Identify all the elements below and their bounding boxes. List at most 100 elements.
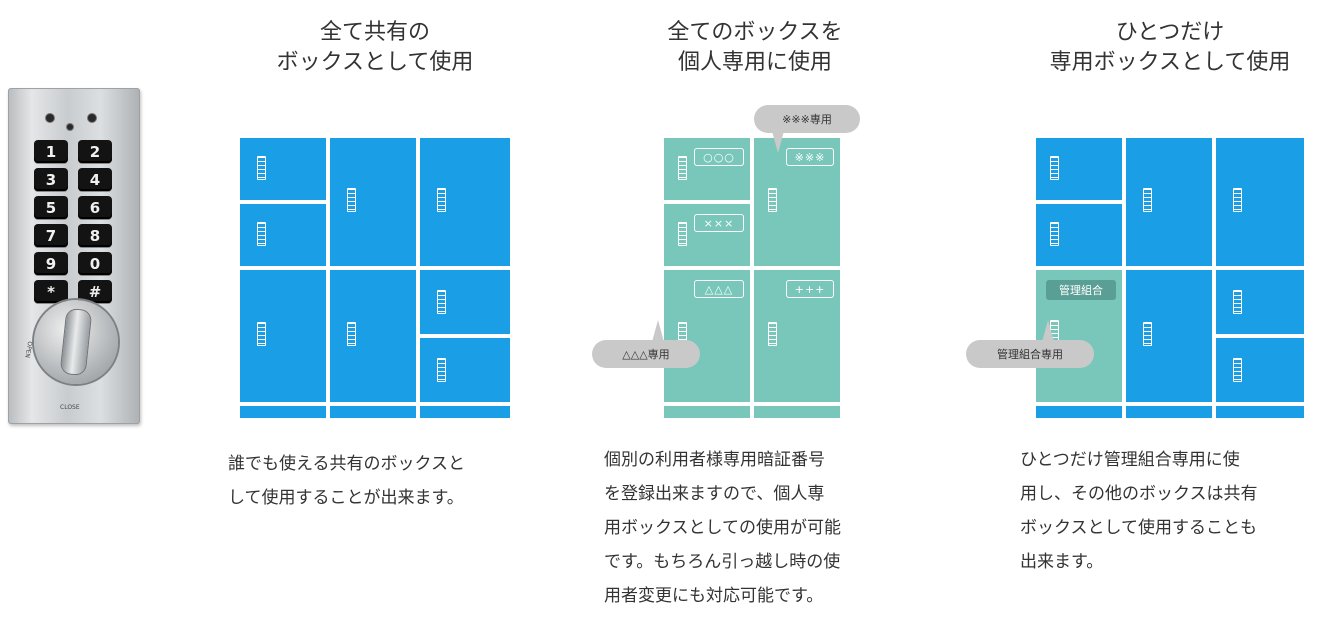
description-line: 個別の利用者様専用暗証番号: [604, 450, 825, 470]
handle-icon: [768, 188, 777, 212]
panel-2-description: 個別の利用者様専用暗証番号 を登録出来ますので、個人専 用ボックスとしての使用が…: [604, 443, 914, 613]
handle-icon: [437, 188, 446, 212]
key-0[interactable]: 0: [78, 252, 112, 275]
locker-base: [1036, 406, 1122, 418]
locker-box: [420, 138, 510, 266]
panel-3-title: ひとつだけ 専用ボックスとして使用: [1030, 18, 1310, 78]
locker-box: [240, 204, 326, 266]
handle-icon: [1233, 358, 1242, 382]
key-hash[interactable]: #: [78, 280, 112, 303]
locker-box: [330, 138, 416, 266]
locker-base: [1126, 406, 1212, 418]
handle-icon: [437, 358, 446, 382]
key-9[interactable]: 9: [34, 252, 68, 275]
handle-icon: [257, 222, 266, 246]
digital-keypad-lock: 1 2 3 4 5 6 7 8 9 0 * # OPEN CLOSE: [8, 88, 140, 424]
handle-icon: [347, 188, 356, 212]
bubble-tail: [772, 131, 784, 153]
locker-box: [240, 270, 326, 402]
handle-icon: [1050, 222, 1059, 246]
indicator-led-left: [46, 114, 54, 122]
description-line: 用者変更にも対応可能です。: [604, 586, 824, 606]
panel-2-title-line-1: 全てのボックスを: [667, 20, 843, 45]
handle-icon: [1233, 188, 1242, 212]
locker-base: [330, 406, 416, 418]
name-plate: 管理組合: [1046, 280, 1116, 300]
speech-bubble-private-bottom: △△△専用: [592, 340, 700, 368]
panel-2-title: 全てのボックスを 個人専用に使用: [620, 18, 890, 78]
bubble-tail: [652, 320, 664, 342]
panel-1-title-line-1: 全て共有の: [319, 20, 430, 45]
handle-icon: [437, 290, 446, 314]
handle-icon: [1233, 290, 1242, 314]
description-line: 用ボックスとしての使用が可能: [604, 518, 841, 538]
key-8[interactable]: 8: [78, 224, 112, 247]
locker-box: [240, 138, 326, 200]
key-3[interactable]: 3: [34, 168, 68, 191]
locker-box: [420, 338, 510, 402]
speech-bubble-association: 管理組合専用: [966, 340, 1094, 368]
locker-box: [1216, 138, 1304, 266]
locker-base: [240, 406, 326, 418]
panel-3-title-line-1: ひとつだけ: [1115, 20, 1225, 45]
locker-base: [754, 406, 840, 418]
name-plate: ※※※: [786, 148, 834, 166]
indicator-led-center: [67, 124, 73, 130]
handle-icon: [1143, 188, 1152, 212]
panel-3-title-line-2: 専用ボックスとして使用: [1049, 50, 1291, 75]
panel-3-description: ひとつだけ管理組合専用に使 用し、その他のボックスは共有 ボックスとして使用する…: [1020, 443, 1325, 579]
handle-icon: [768, 322, 777, 346]
locker-box: ※※※: [754, 138, 840, 266]
handle-icon: [1143, 322, 1152, 346]
locker-box: [1036, 138, 1122, 200]
description-line: 用し、その他のボックスは共有: [1020, 484, 1258, 504]
handle-icon: [257, 322, 266, 346]
handle-icon: [257, 156, 266, 180]
key-2[interactable]: 2: [78, 140, 112, 163]
description-line: 出来ます。: [1020, 552, 1104, 572]
close-label: CLOSE: [60, 404, 80, 411]
locker-box: [420, 270, 510, 334]
panel-1-title: 全て共有の ボックスとして使用: [240, 18, 510, 78]
locker-box: △△△: [664, 270, 750, 402]
description-line: を登録出来ますので、個人専: [604, 484, 825, 504]
locker-box: +++: [754, 270, 840, 402]
locker-base: [420, 406, 510, 418]
bubble-tail: [1042, 320, 1054, 342]
handle-icon: [347, 322, 356, 346]
indicator-led-right: [88, 114, 96, 122]
panel-1-description: 誰でも使える共有のボックスと して使用することが出来ます。: [228, 447, 528, 515]
locker-box: [1036, 204, 1122, 266]
panel-1-title-line-2: ボックスとして使用: [276, 50, 474, 75]
locker-unit-private: ○○○ ××× △△△ ※※※ +++: [664, 138, 840, 418]
locker-box: ×××: [664, 204, 750, 266]
name-plate: △△△: [694, 280, 744, 298]
description-line: して使用することが出来ます。: [228, 488, 464, 508]
locker-box: ○○○: [664, 138, 750, 200]
handle-icon: [678, 222, 687, 246]
locker-unit-mixed: 管理組合: [1036, 138, 1304, 418]
locker-base: [1216, 406, 1304, 418]
key-4[interactable]: 4: [78, 168, 112, 191]
key-1[interactable]: 1: [34, 140, 68, 163]
locker-box: [1126, 270, 1212, 402]
key-asterisk[interactable]: *: [34, 280, 68, 303]
locker-box: [1216, 270, 1304, 334]
description-line: ボックスとして使用することも: [1020, 518, 1257, 538]
panel-2-title-line-2: 個人専用に使用: [677, 50, 832, 75]
handle-icon: [678, 156, 687, 180]
open-label: OPEN: [23, 340, 34, 359]
locker-unit-shared: [240, 138, 510, 418]
description-line: です。もちろん引っ越し時の使: [604, 552, 841, 572]
key-7[interactable]: 7: [34, 224, 68, 247]
description-line: 誰でも使える共有のボックスと: [228, 454, 465, 474]
key-6[interactable]: 6: [78, 196, 112, 219]
locker-base: [664, 406, 750, 418]
key-5[interactable]: 5: [34, 196, 68, 219]
locker-box: [1216, 338, 1304, 402]
handle-icon: [1050, 156, 1059, 180]
name-plate: ×××: [694, 214, 744, 232]
speech-bubble-private-top: ※※※専用: [754, 105, 860, 133]
description-line: ひとつだけ管理組合専用に使: [1020, 450, 1240, 470]
locker-box: [1126, 138, 1212, 266]
